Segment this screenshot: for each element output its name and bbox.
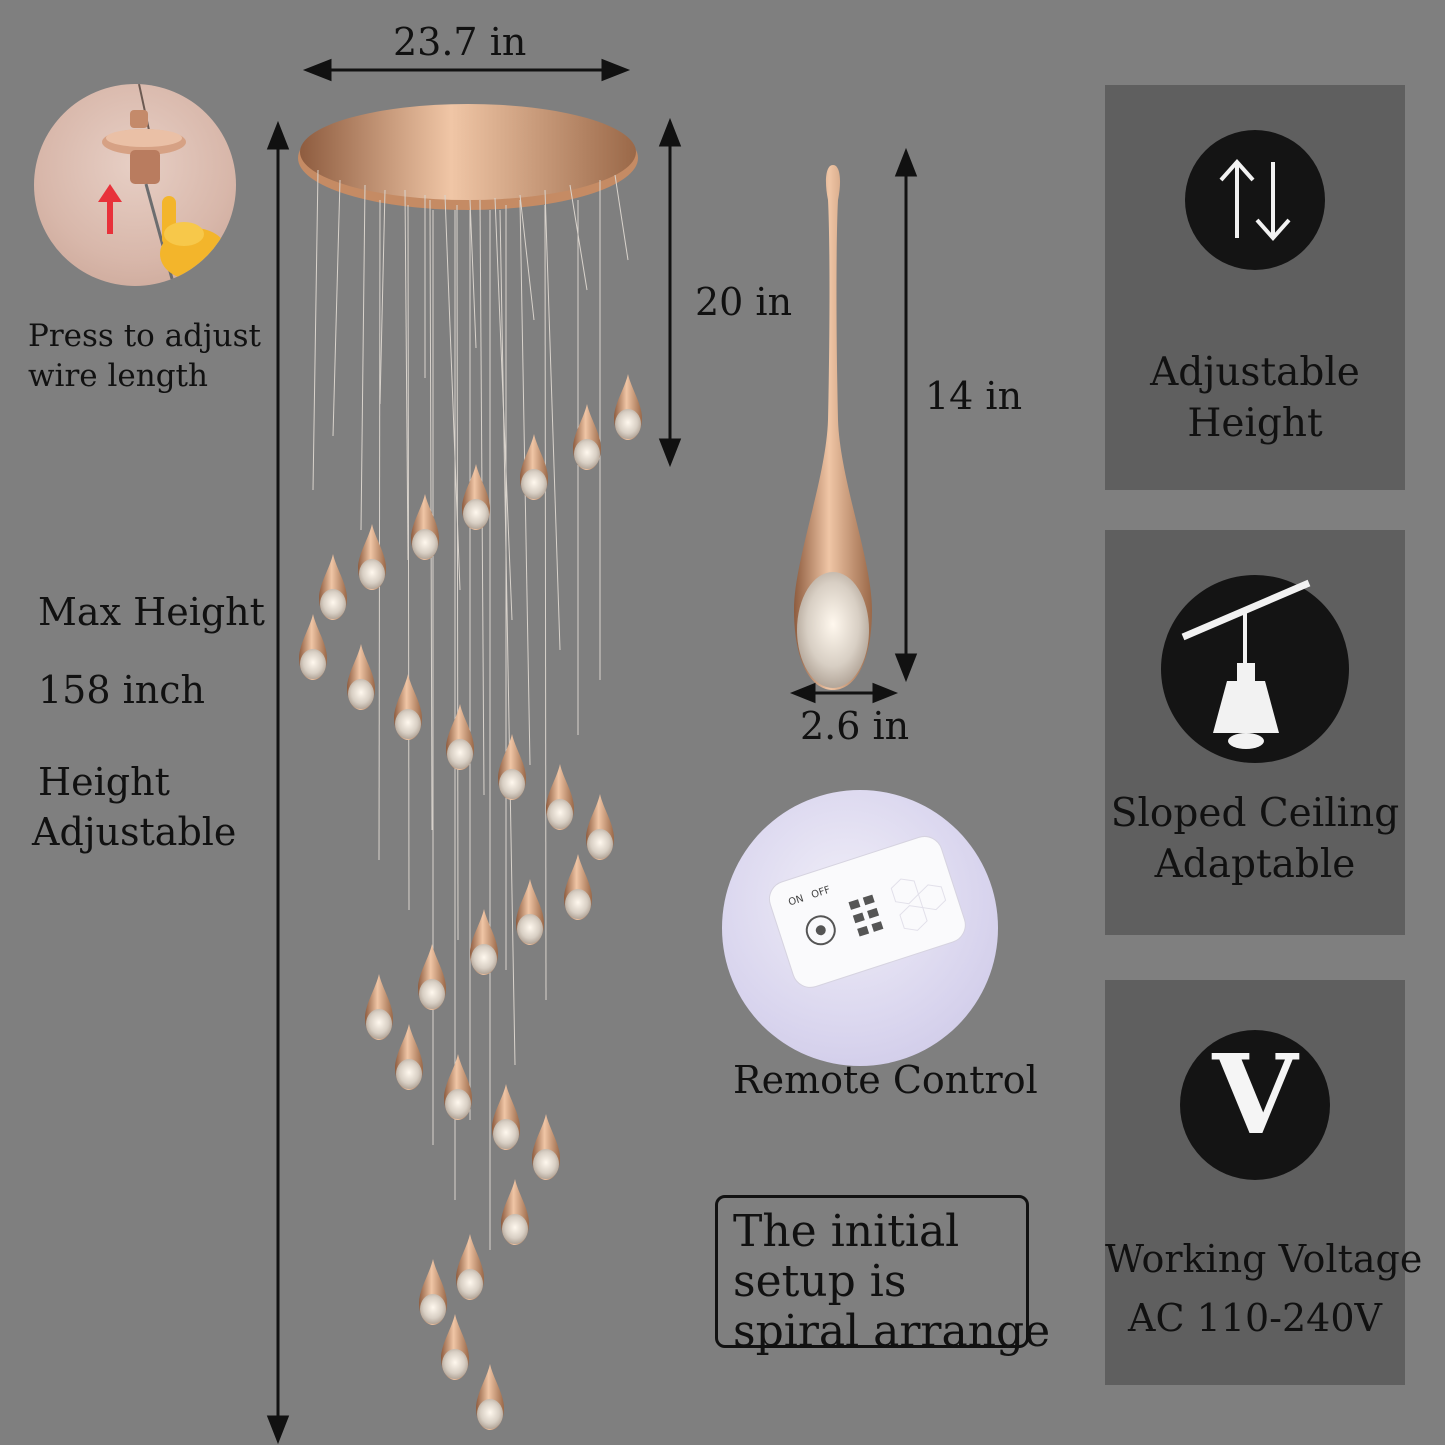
chandelier-illustration: [266, 58, 918, 1445]
wire-adjust-illustration: [98, 84, 228, 286]
wire-adjust-closeup: [34, 84, 236, 286]
feature-3-line2: AC 110-240V: [1128, 1295, 1382, 1340]
initial-setup-line2: setup is: [733, 1256, 907, 1307]
feature-panel-sloped-ceiling: Sloped Ceiling Adaptable: [1105, 530, 1405, 935]
feature-3-line1: Working Voltage: [1105, 1237, 1423, 1281]
adjust-hint: Press to adjust wire length: [28, 316, 261, 397]
suspension-wires: [312, 169, 629, 1250]
voltage-glyph: V: [1212, 1030, 1298, 1159]
remote-control-label: Remote Control: [733, 1058, 1038, 1102]
max-height-value: 158 inch: [38, 668, 205, 712]
feature-panel-working-voltage: V Working Voltage AC 110-240V: [1105, 980, 1423, 1385]
up-down-arrows-icon: [1185, 130, 1325, 270]
feature-1-line2: Height: [1187, 401, 1323, 447]
remote-control-image: ON OFF: [722, 790, 998, 1066]
remote-control-illustration: ON OFF: [768, 835, 966, 988]
up-arrow-icon: [98, 184, 122, 234]
feature-2-line2: Adaptable: [1154, 842, 1356, 888]
drop-dimension-label: 20 in: [695, 280, 793, 324]
width-dimension-label: 23.7 in: [393, 20, 527, 64]
height-note-line1: Height: [38, 760, 170, 804]
initial-setup-line1: The initial: [733, 1206, 960, 1257]
feature-2-line1: Sloped Ceiling: [1110, 791, 1400, 836]
adjust-hint-line2: wire length: [28, 358, 208, 395]
ceiling-canopy: [298, 104, 638, 210]
sloped-ceiling-pendant-icon: [1161, 575, 1349, 763]
initial-setup-note: The initial setup is spiral arrange: [715, 1195, 1050, 1354]
feature-panel-adjustable-height: Adjustable Height: [1105, 85, 1405, 490]
pendant-height-label: 14 in: [925, 374, 1023, 418]
height-note-line2: Adjustable: [32, 810, 237, 854]
feature-1-line1: Adjustable: [1150, 350, 1360, 395]
adjust-hint-line1: Press to adjust: [28, 318, 261, 354]
pendant-width-label: 2.6 in: [800, 704, 910, 748]
dimension-arrows: [266, 58, 918, 1445]
remote-button-on: ON: [787, 893, 805, 908]
max-height-title: Max Height: [38, 590, 265, 634]
initial-setup-line3: spiral arrange: [733, 1306, 1051, 1357]
voltage-v-icon: V: [1180, 1030, 1330, 1180]
single-pendant: [794, 165, 872, 690]
